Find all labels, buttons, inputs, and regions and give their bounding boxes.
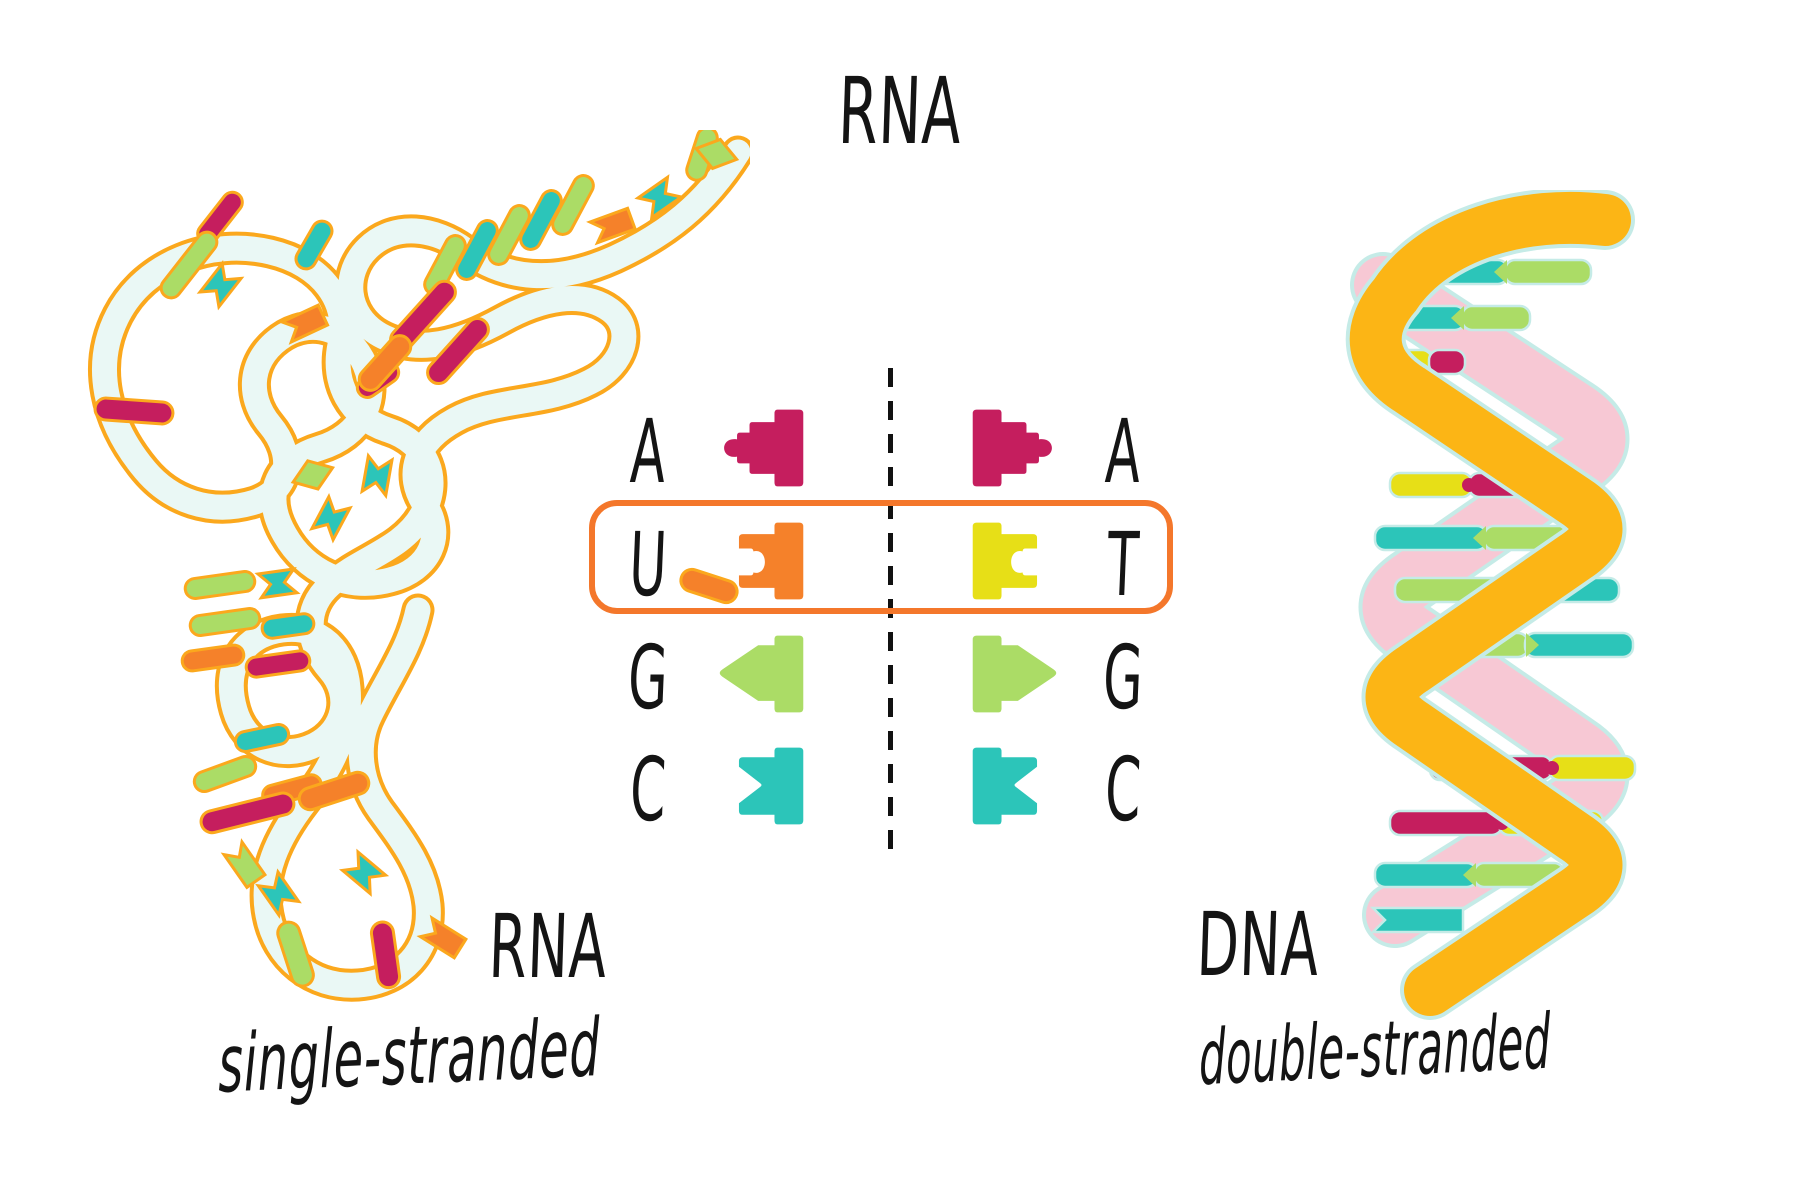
rna-backbone-ribbon (88, 135, 750, 1002)
dna-base-letter-C: C (1103, 738, 1143, 841)
dna-bottom-label: DNA (1195, 893, 1321, 996)
cytosine-base-icon (972, 747, 1038, 825)
dna-base-letter-G: G (1101, 626, 1145, 729)
guanine-base-icon (972, 635, 1057, 713)
dna-front-strand (1345, 190, 1635, 1020)
dna-strand-type-label: double-stranded (1198, 996, 1552, 1103)
adenine-base-icon (972, 409, 1052, 487)
rna-bottom-label: RNA (487, 895, 609, 998)
divider-dashed-line (888, 368, 893, 862)
rna-top-label: RNA (836, 58, 964, 165)
dna-base-letter-T: T (1105, 513, 1141, 616)
rna-strand-type-label: single-stranded (217, 1001, 601, 1111)
rna-bases (93, 130, 743, 990)
dna-helix-illustration (1345, 190, 1637, 1020)
rna-molecule-illustration (88, 130, 750, 1002)
thymine-base-icon (972, 522, 1038, 600)
dna-base-letter-A: A (1103, 400, 1143, 503)
